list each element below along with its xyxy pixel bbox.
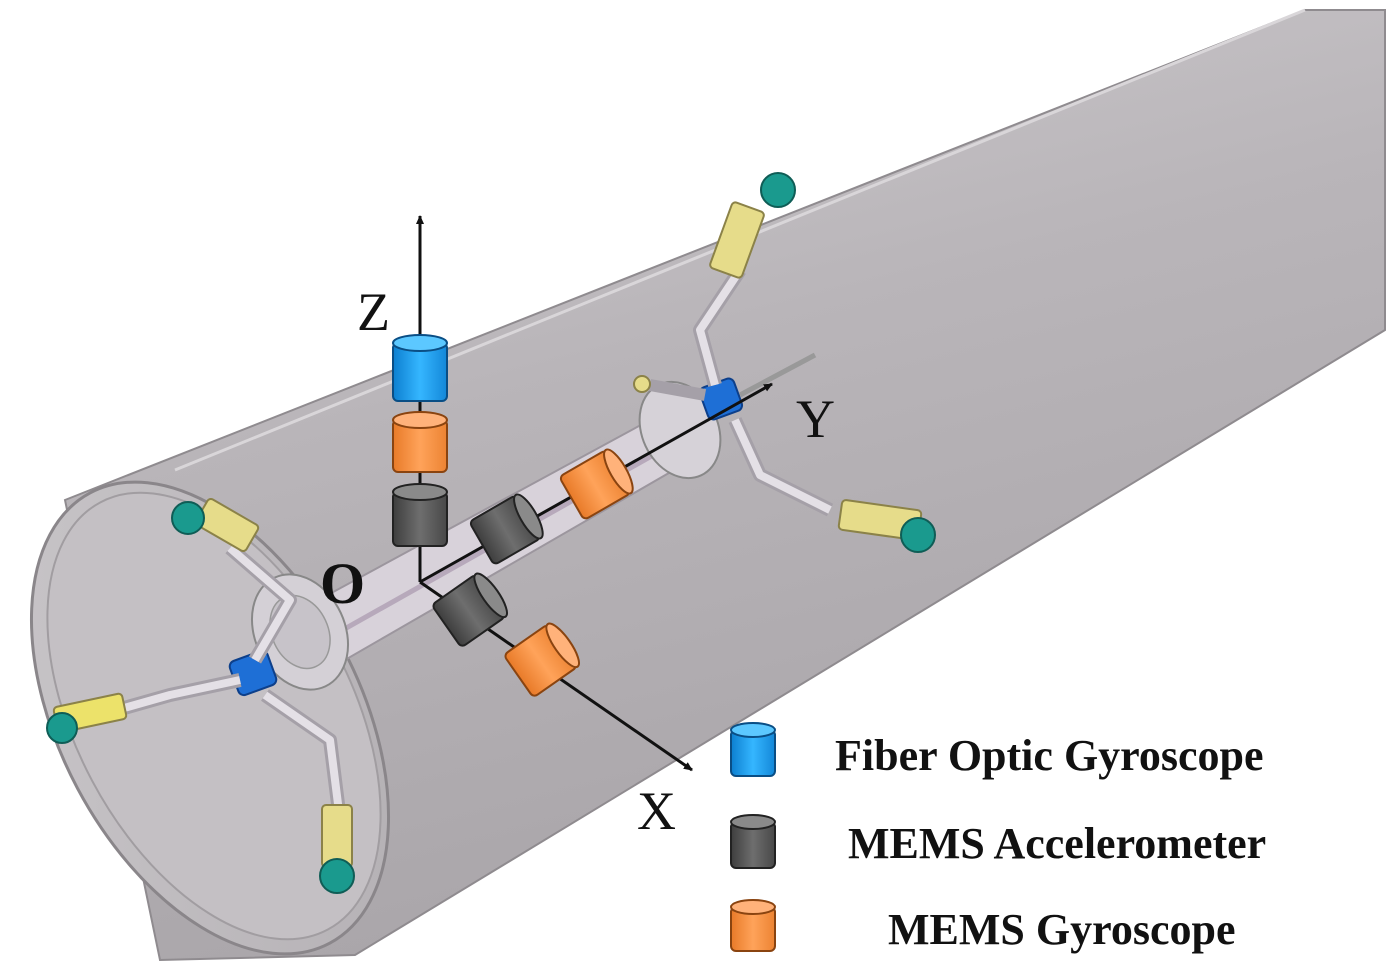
front-wheel-right	[900, 517, 936, 553]
front-legs	[633, 172, 936, 553]
legend-label-mems-accelerometer: MEMS Accelerometer	[848, 819, 1267, 868]
legend-swatches	[730, 722, 776, 952]
rear-wheel-top	[171, 501, 205, 535]
mems-accelerometer-x	[432, 572, 508, 647]
z-sensors	[392, 334, 448, 547]
mems-accelerometer-z	[392, 483, 448, 547]
rear-legs	[46, 497, 355, 894]
rear-wheel-bottom	[319, 858, 355, 894]
legend-swatch-mems-gyroscope	[730, 899, 776, 952]
legend-label-mems-gyroscope: MEMS Gyroscope	[888, 905, 1236, 954]
rear-wheel-left	[46, 712, 78, 744]
y-axis-label: Y	[796, 389, 835, 449]
mems-accelerometer-y	[469, 493, 544, 565]
legend-swatch-mems-accelerometer	[730, 814, 776, 869]
mems-gyroscope-y	[559, 448, 634, 520]
front-wheel-top	[760, 172, 796, 208]
legend-label-fiber-optic-gyroscope: Fiber Optic Gyroscope	[835, 731, 1264, 780]
x-axis-label: X	[637, 781, 676, 841]
mems-gyroscope-x	[504, 622, 580, 697]
mems-gyroscope-z	[392, 411, 448, 473]
fiber-optic-gyroscope-z	[392, 334, 448, 402]
legend-swatch-fiber-optic-gyroscope	[730, 722, 776, 777]
y-sensors	[469, 448, 634, 565]
origin-label: O	[320, 551, 366, 616]
x-sensors	[432, 572, 580, 697]
z-axis-label: Z	[357, 282, 390, 342]
